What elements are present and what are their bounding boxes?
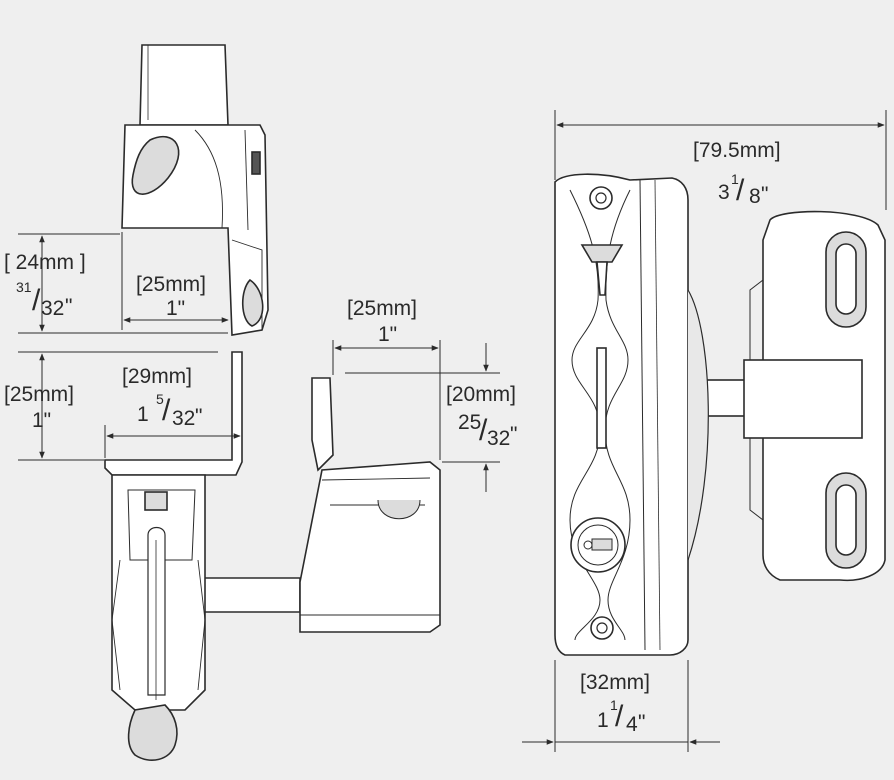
front-latch-view [554,173,886,656]
overall-width-num: 1 [731,171,739,187]
height-top-imperial: 31 / 32 " [16,279,73,320]
height-mid-imperial: 1" [32,409,52,432]
width-bottom-imperial: 1 1 / 4 " [597,697,646,736]
width-mid-inch: " [195,405,203,428]
width-mid-metric: [29mm] [122,365,193,388]
height-right-imperial: 25 / 32 " [458,411,518,450]
height-right-metric: [20mm] [446,383,517,406]
width-bottom-den: 4 [626,713,638,736]
width-right-top-metric: [25mm] [347,297,418,320]
width-mid-whole: 1 [137,403,149,426]
overall-width-inch: " [761,183,769,206]
overall-width-metric: [79.5mm] [693,139,781,162]
height-top-num: 31 [16,279,32,295]
dimension-lines [18,110,887,752]
width-mid-num: 5 [156,391,164,407]
height-top-den: 32 [41,297,65,320]
height-top-inch: " [65,295,73,318]
upper-latch-view [121,44,269,336]
width-bottom-num: 1 [610,697,618,713]
height-right-den: 32 [487,427,511,450]
width-top-metric: [25mm] [136,273,207,296]
overall-width-den: 8 [749,185,761,208]
width-bottom-whole: 1 [597,709,609,732]
width-bottom-inch: " [638,711,646,734]
overall-width-imperial: 3 1 / 8 " [718,171,769,208]
width-mid-den: 32 [172,407,196,430]
overall-width-whole: 3 [718,181,730,204]
width-top-imperial: 1" [166,297,186,320]
width-right-top-imperial: 1" [378,323,398,346]
width-mid-imperial: 1 5 / 32 " [137,391,203,430]
height-mid-metric: [25mm] [4,383,75,406]
height-top-metric: [ 24mm ] [4,251,86,274]
height-right-inch: " [510,423,518,446]
height-right-num: 25 [458,411,482,434]
width-bottom-metric: [32mm] [580,671,651,694]
side-latch-view [104,351,441,761]
